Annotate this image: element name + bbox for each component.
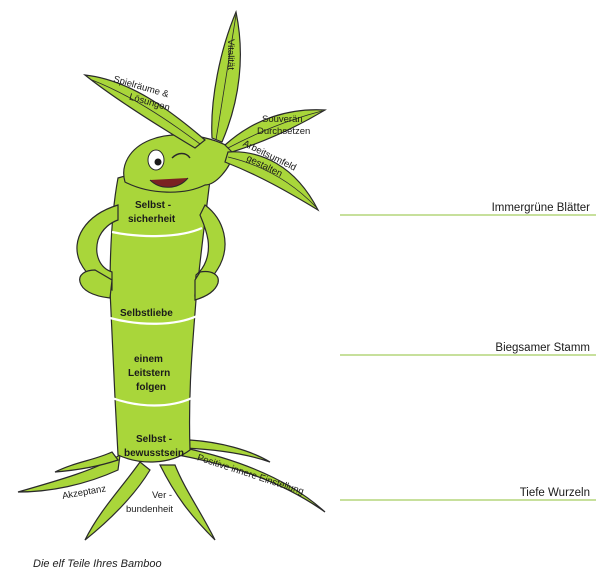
- side-label-stem: Biegsamer Stamm: [495, 342, 590, 354]
- stem-label-leitstern-line2: Leitstern: [128, 368, 170, 379]
- stem-label-leitstern-line3: folgen: [136, 382, 166, 393]
- side-annotations: Immergrüne Blätter Biegsamer Stamm Tiefe…: [340, 202, 596, 500]
- stem-label-leitstern-line1: einem: [134, 354, 163, 365]
- stem-label-selbstbewusstsein-line1: Selbst -: [136, 434, 172, 445]
- leaf-label-vitalitaet: Vitalität: [225, 39, 236, 70]
- side-label-roots: Tiefe Wurzeln: [520, 487, 590, 499]
- stem-label-selbstsicherheit-line1: Selbst -: [135, 200, 171, 211]
- leaf-label-souveraen-line2: Durchsetzen: [257, 126, 310, 137]
- root-label-verbundenheit-line1: Ver -: [152, 490, 172, 501]
- leaf-label-souveraen-line1: Souverän: [262, 114, 303, 125]
- root-label-verbundenheit-line2: bundenheit: [126, 504, 173, 515]
- side-label-leaves: Immergrüne Blätter: [492, 202, 591, 214]
- stem-label-selbstsicherheit-line2: sicherheit: [128, 214, 176, 225]
- head: [124, 135, 235, 192]
- figure-caption: Die elf Teile Ihres Bamboo: [33, 558, 162, 570]
- stem-label-selbstbewusstsein-line2: bewusstsein: [124, 448, 184, 459]
- stem-label-selbstliebe: Selbstliebe: [120, 308, 173, 319]
- root-label-positive-einstellung: Positive innere Einstellung: [196, 452, 305, 497]
